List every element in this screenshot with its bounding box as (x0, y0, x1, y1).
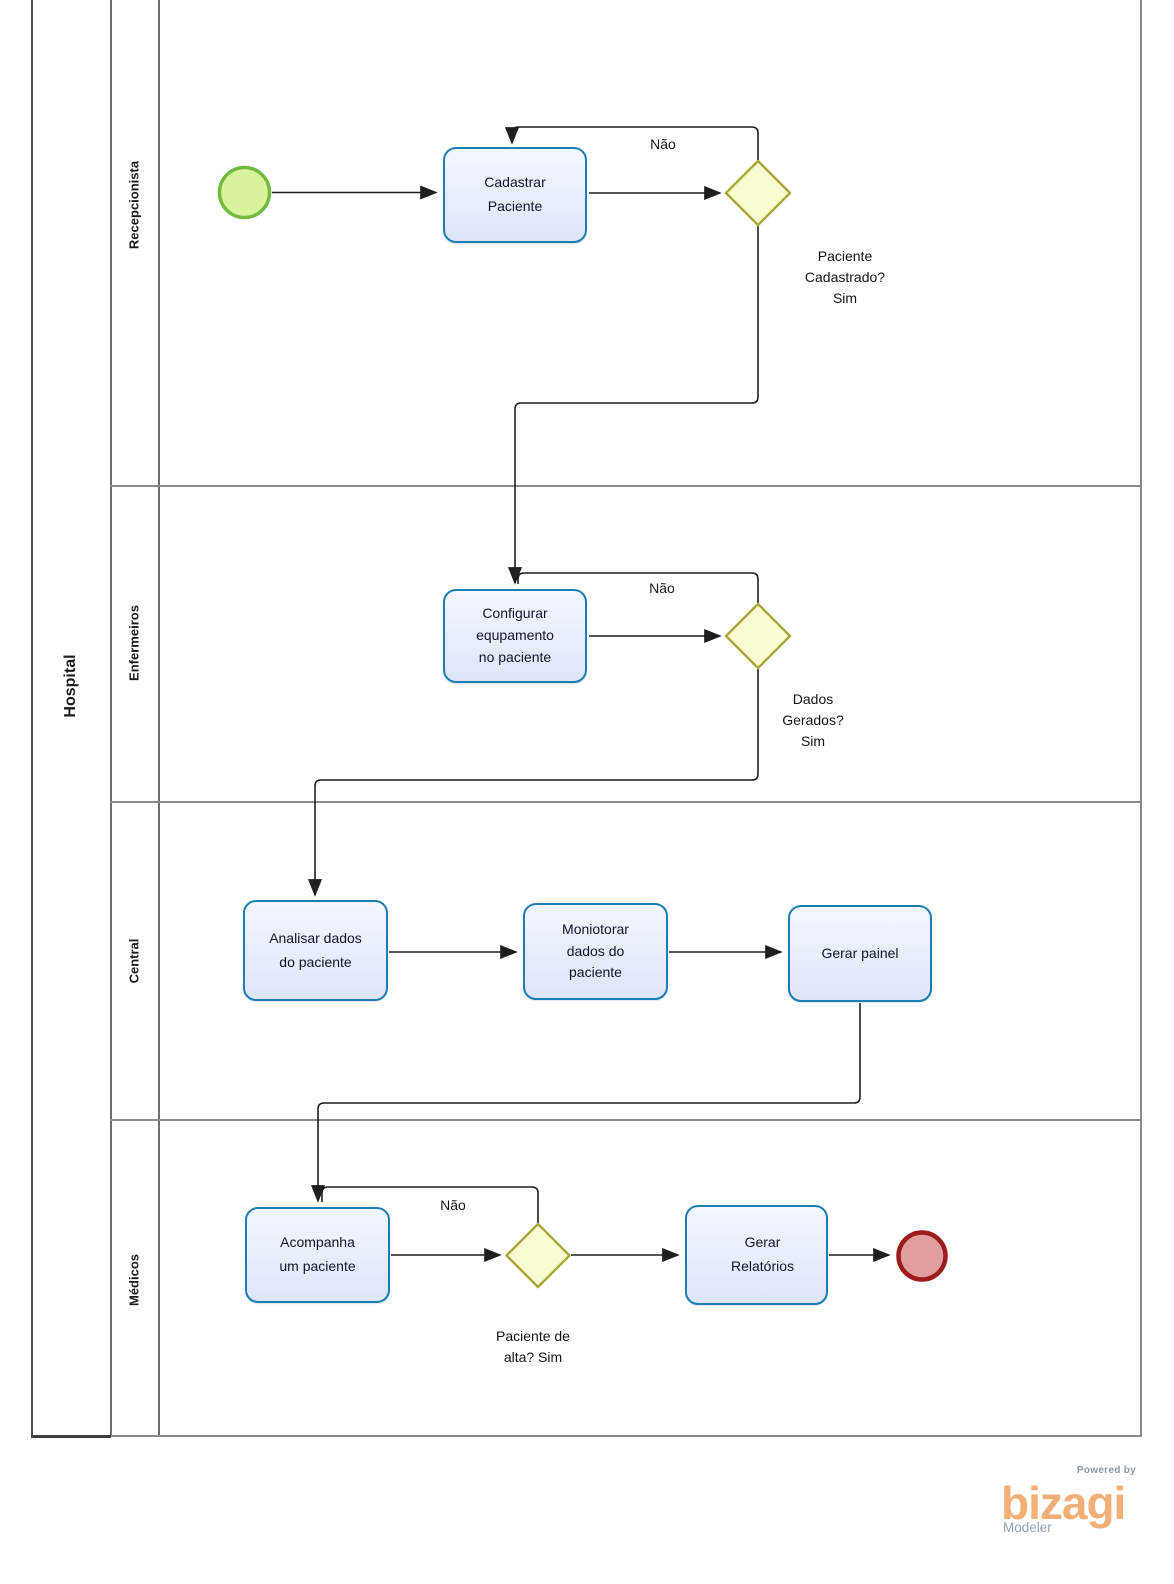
pool-header-bottom-border (31, 1435, 111, 1438)
pool-bottom-border (110, 1435, 1142, 1437)
lane-header-divider (158, 0, 160, 1437)
lane-label-enfermeiros: Enfermeiros (126, 605, 142, 681)
task-label: Configurar equpamento no paciente (476, 605, 554, 665)
label-gateway1-nao: Não (650, 136, 676, 152)
lane-label-central: Central (126, 938, 142, 984)
gateway-dados-gerados[interactable] (724, 602, 792, 670)
task-monitorar-dados[interactable]: Moniotorar dados do paciente (523, 903, 668, 1000)
powered-by-text: Powered by (1076, 1465, 1136, 1476)
flow-gateway1-sim (507, 226, 759, 585)
modeler-text: Modeler (1003, 1520, 1052, 1535)
task-label: Acompanha um paciente (279, 1234, 356, 1274)
task-analisar-dados[interactable]: Analisar dados do paciente (243, 900, 388, 1001)
label-gateway2-nao: Não (649, 580, 675, 596)
label-gateway1-sim: Paciente Cadastrado? Sim (804, 248, 886, 306)
task-label: Gerar painel (821, 944, 899, 961)
gateway-paciente-cadastrado[interactable] (724, 159, 792, 227)
gateway-paciente-alta[interactable] (505, 1222, 571, 1289)
task-gerar-painel[interactable]: Gerar painel (788, 905, 932, 1002)
task-acompanha-paciente[interactable]: Acompanha um paciente (245, 1207, 390, 1303)
label-gateway3-sim: Paciente de alta? Sim (496, 1328, 570, 1365)
pool-left-border (31, 0, 33, 1437)
task-label: Analisar dados do paciente (269, 929, 362, 970)
start-event[interactable] (217, 165, 272, 220)
lane-divider-1 (110, 485, 1142, 487)
lane-divider-3 (110, 1119, 1142, 1121)
lane-label-medicos: Médicos (126, 1253, 142, 1307)
bizagi-logo: bizagi (1001, 1477, 1126, 1529)
task-configurar-equipamento[interactable]: Configurar equpamento no paciente (443, 589, 587, 683)
task-label: Moniotorar dados do paciente (562, 920, 629, 981)
lane-label-recepcionista: Recepcionista (126, 160, 142, 250)
task-label: Gerar Relatórios (730, 1234, 795, 1274)
label-gateway3-nao: Não (440, 1197, 466, 1213)
end-event[interactable] (896, 1230, 948, 1282)
task-label: Cadastrar Paciente (484, 174, 546, 214)
task-cadastrar-paciente[interactable]: Cadastrar Paciente (443, 147, 587, 243)
flow-gateway2-sim (307, 669, 759, 897)
flow-gerarpainel-to-acompanha (310, 1003, 861, 1203)
label-gateway2-sim: Dados Gerados? Sim (782, 691, 844, 749)
pool-label: Hospital (62, 654, 79, 718)
lane-divider-2 (110, 801, 1142, 803)
task-gerar-relatorios[interactable]: Gerar Relatórios (685, 1205, 828, 1305)
pool-right-border (1140, 0, 1142, 1437)
pool-header-divider (110, 0, 112, 1437)
